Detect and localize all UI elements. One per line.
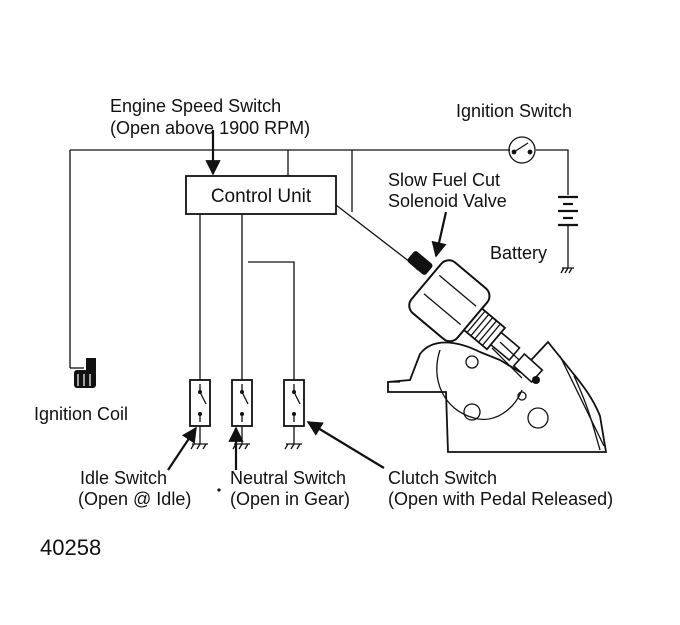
slow-fuel-cut-arrow xyxy=(431,211,448,258)
clutch-switch-symbol xyxy=(283,379,305,450)
engine-speed-switch-note: (Open above 1900 RPM) xyxy=(110,118,310,138)
figure-number: 40258 xyxy=(40,535,101,560)
neutral-switch-symbol xyxy=(231,379,253,450)
clutch-switch-arrow xyxy=(306,421,385,469)
idle-switch-arrow xyxy=(167,426,197,471)
switch-wires xyxy=(199,204,411,380)
battery-symbol xyxy=(558,195,578,274)
neutral-switch-note: (Open in Gear) xyxy=(230,489,350,509)
ignition-coil-symbol xyxy=(74,358,96,388)
ignition-switch-symbol xyxy=(508,136,536,164)
clutch-switch-note: (Open with Pedal Released) xyxy=(388,489,613,509)
ignition-switch-label: Ignition Switch xyxy=(456,101,572,121)
solenoid-valve-symbol xyxy=(407,251,521,362)
solenoid-valve-label: Solenoid Valve xyxy=(388,191,507,211)
power-bus-wire xyxy=(69,149,569,369)
idle-switch-note: (Open @ Idle) xyxy=(78,489,191,509)
control-unit-label: Control Unit xyxy=(211,186,312,207)
clutch-switch-label: Clutch Switch xyxy=(388,468,497,488)
control-unit-box: Control Unit xyxy=(185,175,337,215)
idle-switch-symbol xyxy=(189,379,211,450)
idle-switch-label: Idle Switch xyxy=(80,468,167,488)
ignition-coil-label: Ignition Coil xyxy=(34,404,128,424)
battery-label: Battery xyxy=(490,243,547,263)
stray-dot xyxy=(217,488,221,492)
carburetor-body xyxy=(387,340,608,453)
neutral-switch-label: Neutral Switch xyxy=(230,468,346,488)
slow-fuel-cut-label: Slow Fuel Cut xyxy=(388,170,500,190)
engine-speed-switch-label: Engine Speed Switch xyxy=(110,96,281,116)
